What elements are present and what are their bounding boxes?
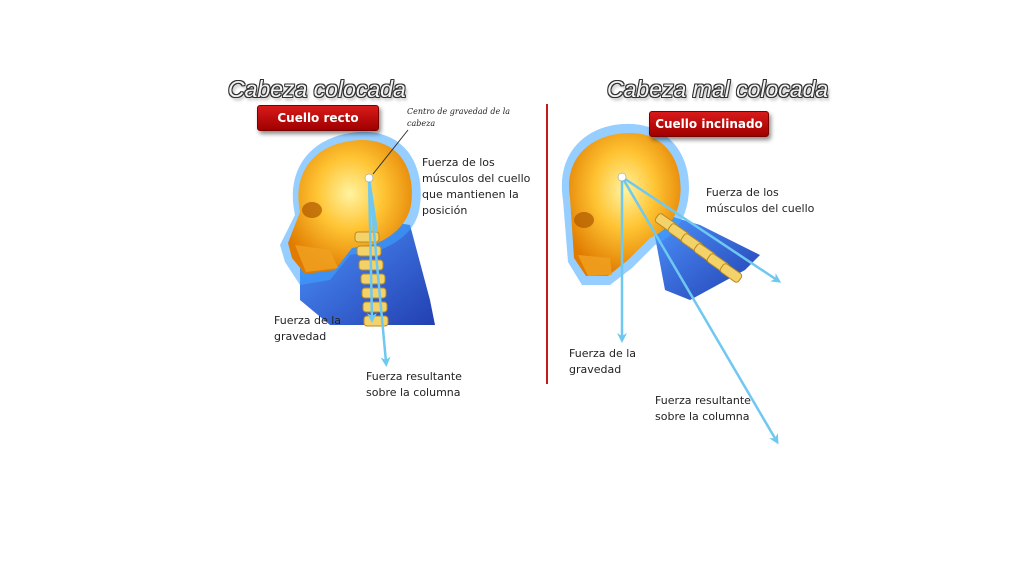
left-title: Cabeza colocada bbox=[228, 76, 406, 102]
right-title: Cabeza mal colocada bbox=[607, 76, 829, 102]
left-muscles-label-2: músculos del cuello bbox=[422, 172, 531, 185]
right-head-illustration bbox=[561, 123, 760, 300]
left-center-gravity-label-1: Centro de gravedad de la bbox=[407, 107, 511, 116]
left-muscles-label-3: que mantienen la bbox=[422, 188, 519, 201]
left-center-gravity-label-2: cabeza bbox=[407, 119, 436, 128]
right-muscles-label-2: músculos del cuello bbox=[706, 202, 815, 215]
left-muscle-arrow bbox=[367, 177, 379, 233]
right-muscles-label-1: Fuerza de los bbox=[706, 186, 779, 199]
left-gravity-pointer bbox=[372, 129, 409, 175]
panel-divider bbox=[546, 104, 548, 384]
left-gravity-arrow bbox=[366, 177, 377, 323]
left-resultant-label-1: Fuerza resultante bbox=[366, 370, 462, 383]
right-resultant-arrow bbox=[620, 176, 779, 445]
right-gravity-label-2: gravedad bbox=[569, 363, 622, 376]
right-resultant-label-1: Fuerza resultante bbox=[655, 394, 751, 407]
left-center-gravity-dot bbox=[364, 173, 374, 183]
left-eye-socket bbox=[302, 202, 322, 218]
left-resultant-arrow bbox=[367, 177, 391, 367]
left-head-illustration bbox=[280, 131, 435, 327]
left-skull-shape bbox=[288, 139, 412, 274]
right-badge: Cuello inclinado bbox=[649, 111, 769, 137]
left-muscles-label-4: posición bbox=[422, 204, 468, 217]
right-skull-shape bbox=[569, 132, 681, 276]
right-gravity-label-1: Fuerza de la bbox=[569, 347, 637, 360]
right-spine bbox=[654, 213, 743, 283]
left-muscles-label-1: Fuerza de los bbox=[422, 156, 495, 169]
left-jaw-shape bbox=[295, 245, 338, 272]
right-force-arrows bbox=[617, 175, 782, 445]
right-center-gravity-dot bbox=[617, 172, 627, 182]
left-force-arrows bbox=[366, 177, 391, 367]
left-resultant-label-2: sobre la columna bbox=[366, 386, 461, 399]
left-badge: Cuello recto bbox=[257, 105, 379, 131]
left-gravity-label-2: gravedad bbox=[274, 330, 327, 343]
left-gravity-label-1: Fuerza de la bbox=[274, 314, 342, 327]
right-muscle-arrow bbox=[621, 175, 782, 283]
right-resultant-label-2: sobre la columna bbox=[655, 410, 750, 423]
right-jaw-shape bbox=[578, 255, 612, 276]
right-eye-socket bbox=[574, 212, 594, 228]
